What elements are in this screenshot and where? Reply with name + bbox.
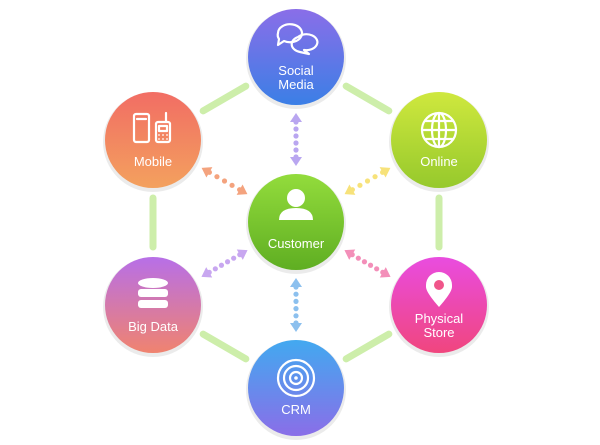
node-customer: Customer <box>246 174 346 274</box>
ring-segment <box>342 330 393 363</box>
outer-ring <box>149 82 443 363</box>
map-pin-icon <box>425 272 453 307</box>
node-circle <box>105 92 201 188</box>
node-label: Media <box>278 77 314 92</box>
ring-segment <box>342 82 393 115</box>
node-crm: CRM <box>246 340 346 440</box>
node-big-data: Big Data <box>103 257 203 357</box>
ring-segment <box>199 330 250 363</box>
node-online: Online <box>389 92 489 192</box>
node-mobile: Mobile <box>103 92 203 192</box>
node-label: Store <box>423 325 454 340</box>
node-circle <box>248 174 344 270</box>
connector-arrow <box>201 249 248 278</box>
database-icon <box>138 278 168 308</box>
connector-arrow <box>344 167 391 195</box>
node-circle <box>248 9 344 105</box>
node-label: CRM <box>281 402 311 417</box>
node-label: Online <box>420 154 458 169</box>
connector-arrow <box>290 278 302 332</box>
person-icon <box>279 189 313 220</box>
connectors <box>201 113 391 332</box>
node-label: Mobile <box>134 154 172 169</box>
node-label: Physical <box>415 311 464 326</box>
node-label: Social <box>278 63 314 78</box>
node-label: Customer <box>268 236 325 251</box>
connector-arrow <box>201 167 248 195</box>
phones-icon <box>132 111 172 144</box>
node-label: Big Data <box>128 319 179 334</box>
globe-icon <box>420 111 458 149</box>
connector-arrow <box>344 249 391 278</box>
target-icon <box>276 358 316 398</box>
connector-arrow <box>290 113 302 166</box>
chat-bubbles-icon <box>276 23 319 56</box>
ring-segment <box>199 82 250 115</box>
node-circle <box>248 340 344 436</box>
